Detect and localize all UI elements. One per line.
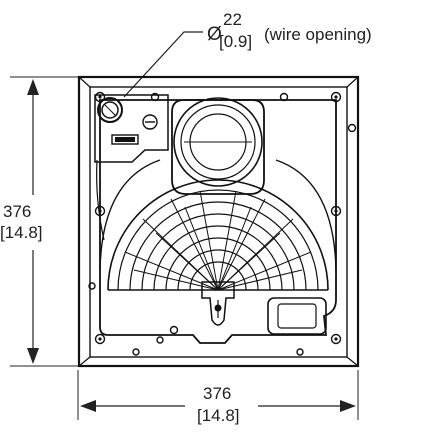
woofer-frame-arc-right — [275, 159, 337, 271]
mounting-bracket — [267, 297, 327, 335]
corner-chamfer-tl — [78, 76, 91, 88]
screw-heads — [98, 95, 338, 341]
screw-hole — [330, 205, 342, 217]
driver-magnet-housing — [171, 99, 265, 195]
screw-hole — [150, 92, 160, 102]
screw-hole — [296, 348, 304, 356]
height-metric-label: 376 — [3, 202, 31, 221]
grille-arc-2 — [129, 201, 307, 291]
grille-spokes — [118, 190, 312, 291]
outer-flange — [77, 75, 360, 368]
terminal-block — [111, 134, 139, 145]
screw-hole — [347, 123, 357, 133]
terminal-contacts — [115, 137, 135, 142]
grille-arc-1 — [117, 189, 319, 291]
screw-hole — [279, 92, 289, 102]
mounting-holes — [88, 91, 357, 356]
wire-opening-callout: Ø 22 [0.9] (wire opening) — [123, 10, 372, 98]
screw-hole — [88, 282, 96, 290]
screw-hole — [330, 333, 342, 345]
width-arrow-right — [340, 400, 356, 412]
width-imperial-label: [14.8] — [197, 406, 240, 425]
diameter-symbol: Ø — [207, 24, 222, 45]
center-connector — [201, 281, 235, 326]
woofer-basket-arc — [107, 179, 329, 291]
corner-chamfer-bl — [78, 356, 91, 367]
adjustment-knob — [142, 114, 158, 130]
wire-opening-note: (wire opening) — [264, 25, 372, 44]
wire-opening-leader — [123, 31, 203, 98]
height-imperial-label: [14.8] — [0, 223, 43, 242]
width-metric-label: 376 — [203, 384, 231, 403]
grommet-line-a — [103, 103, 117, 117]
height-dimension: 376 [14.8] — [0, 76, 80, 367]
screw-hole — [132, 348, 140, 356]
grille-arc-6 — [177, 249, 259, 291]
grille-arc-7 — [189, 261, 247, 291]
inner-flange — [89, 86, 348, 358]
wire-opening-imperial: [0.9] — [219, 32, 252, 51]
width-dimension: 376 [14.8] — [77, 370, 359, 425]
screw-hole — [94, 333, 106, 345]
grille-arc-5 — [165, 237, 271, 291]
screw-hole — [169, 325, 179, 335]
corner-chamfer-br — [346, 356, 359, 367]
cable-route — [96, 159, 105, 241]
mounting-bracket-inner — [277, 303, 317, 329]
terminal-housing — [94, 94, 169, 163]
screw-hole — [156, 336, 164, 344]
enclosure-outline — [99, 99, 337, 344]
wire-opening-metric: 22 — [223, 10, 242, 29]
grille-arc-4 — [153, 225, 283, 291]
driver-magnet-outer — [173, 97, 263, 187]
driver-magnet-ring — [180, 104, 256, 180]
screw-hole — [330, 91, 342, 103]
height-arrow-top — [27, 79, 39, 95]
height-arrow-bottom — [27, 348, 39, 364]
screw-hole — [94, 91, 106, 103]
screw-hole — [94, 205, 106, 217]
width-arrow-left — [80, 400, 96, 412]
corner-chamfer-tr — [346, 76, 359, 88]
wire-opening-grommet — [97, 97, 123, 123]
speaker-back-view — [77, 75, 360, 368]
wire-opening-hole — [101, 101, 119, 119]
grille-arc-3 — [141, 213, 295, 291]
woofer-frame-arc — [99, 159, 161, 271]
